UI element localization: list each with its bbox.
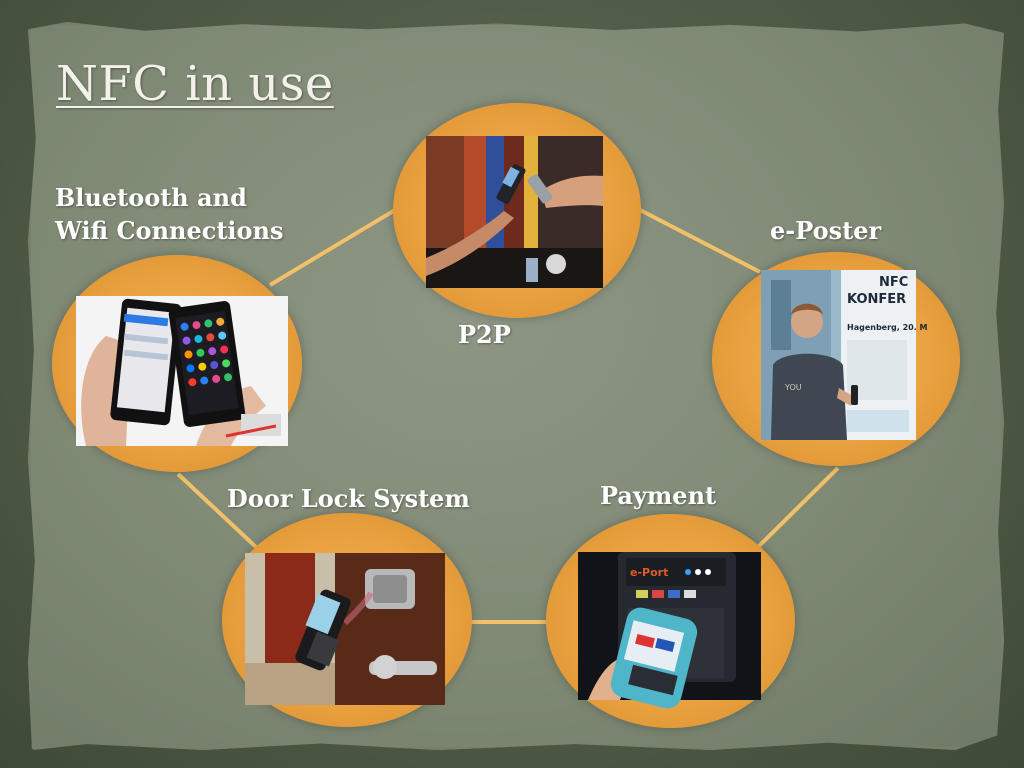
label-eposter: e-Poster [770,216,882,245]
svg-text:YOU: YOU [784,383,802,392]
connector-bluetooth-p2p [268,208,397,287]
poster-text-line3: Hagenberg, 20. M [847,323,928,332]
poster-text-line1: NFC [879,275,908,290]
phone-settings-photo [76,296,288,446]
connector-bluetooth-door [176,472,258,549]
label-door-lock: Door Lock System [227,484,470,513]
connector-p2p-eposter [639,208,761,274]
svg-text:e-Port: e-Port [630,566,668,579]
phone-handshake-photo [426,136,603,288]
label-payment: Payment [600,481,717,510]
slide-title: NFC in use [56,56,334,112]
label-bluetooth-line1: Bluetooth and [55,183,247,212]
connector-eposter-payment [756,466,840,549]
payment-terminal-photo: e-Port [578,552,761,709]
poster-photo: NFC KONFER Hagenberg, 20. M YOU [761,270,928,440]
poster-text-line2: KONFER [847,292,906,307]
label-p2p: P2P [458,320,511,349]
label-bluetooth-line2: Wifi Connections [55,216,284,245]
door-lock-photo [245,553,445,705]
